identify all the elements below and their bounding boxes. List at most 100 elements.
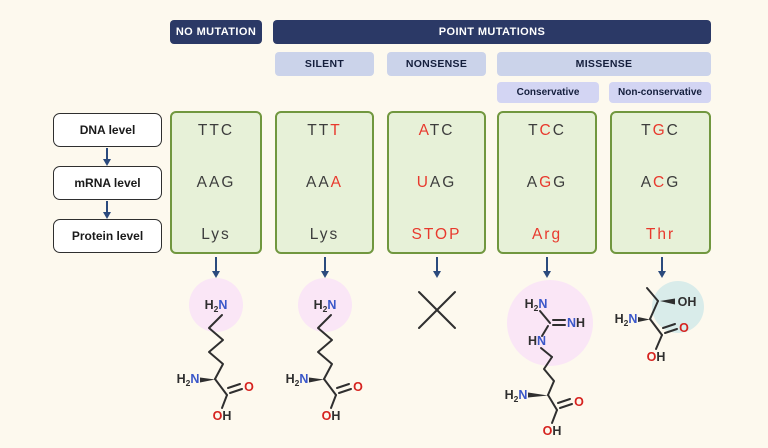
flow-arrow-dna-to-mrna	[102, 148, 112, 166]
arrow-head	[543, 271, 551, 278]
flow-arrow-mrna-to-protein	[102, 201, 112, 219]
missense-badge: MISSENSE	[497, 52, 711, 76]
bond	[214, 378, 228, 396]
amine-label: H2N	[205, 298, 228, 314]
arrow-head	[321, 271, 329, 278]
result-arrow-no-mutation	[211, 257, 221, 278]
bond	[221, 394, 228, 409]
non-conservative-badge: Non-conservative	[609, 82, 711, 103]
codon-box-nonsense: ATC UAG STOP	[387, 111, 486, 254]
amine-label: H2N	[314, 298, 337, 314]
codon-box-no-mutation: TTC AAG Lys	[170, 111, 262, 254]
dna-codon: TCC	[528, 122, 566, 139]
carbon-chain-bond	[208, 314, 224, 380]
double-bond	[662, 323, 676, 329]
arrow-head	[212, 271, 220, 278]
arrow-shaft	[323, 257, 327, 271]
carbon-chain-bond	[317, 314, 333, 380]
molecule-threonine: OH H2N O OH	[615, 281, 704, 364]
protein-residue: STOP	[411, 226, 462, 243]
dna-codon: TTC	[197, 122, 235, 139]
alpha-amine-label: H2N	[177, 372, 200, 388]
stop-x-icon	[418, 291, 456, 329]
bond	[551, 409, 558, 424]
dna-level-box: DNA level	[53, 113, 162, 147]
protein-residue: Lys	[309, 226, 340, 243]
molecule-lysine-1: H2N H2N O OH	[177, 278, 254, 423]
hydroxyl-label: OH	[543, 424, 562, 438]
arrow-head	[433, 271, 441, 278]
dna-codon: TTT	[307, 122, 342, 139]
amine-highlight-circle	[298, 278, 352, 332]
arrow-shaft	[545, 257, 549, 271]
dna-codon: ATC	[418, 122, 455, 139]
bond	[541, 325, 549, 337]
arrow-shaft	[214, 257, 218, 271]
arrow-head	[103, 212, 111, 219]
bond	[323, 378, 337, 396]
mrna-codon: AGG	[526, 174, 568, 191]
imine-label: NH	[567, 316, 585, 330]
arrow-shaft	[105, 201, 109, 212]
double-bond	[557, 398, 571, 404]
hydroxyl-label: OH	[647, 350, 666, 364]
no-mutation-header-badge: NO MUTATION	[170, 20, 262, 44]
arrow-shaft	[660, 257, 664, 271]
hydroxyl-highlight-circle	[652, 281, 704, 333]
dna-codon: TGC	[641, 122, 680, 139]
result-arrow-conservative	[542, 257, 552, 278]
carbonyl-oxygen-label: O	[353, 380, 363, 394]
amide-nitrogen-label: HN	[528, 334, 546, 348]
bond	[649, 318, 663, 336]
wedge-bond	[309, 377, 324, 383]
alpha-amine-label: H2N	[505, 388, 528, 404]
carbonyl-oxygen-label: O	[574, 395, 584, 409]
codon-box-conservative: TCC AGG Arg	[497, 111, 597, 254]
silent-badge: SILENT	[275, 52, 374, 76]
molecule-lysine-2: H2N H2N O OH	[286, 278, 363, 423]
bond	[330, 394, 337, 409]
double-bond	[664, 328, 678, 334]
double-bond	[229, 388, 243, 394]
methyl-bond	[646, 287, 659, 302]
point-mutations-header-badge: POINT MUTATIONS	[273, 20, 711, 44]
sidechain-hydroxyl-label: OH	[678, 295, 697, 309]
wedge-bond	[528, 392, 548, 398]
wedge-bond	[660, 298, 675, 305]
amine-label: H2N	[525, 297, 548, 313]
result-arrow-nonsense	[432, 257, 442, 278]
mrna-codon: AAG	[196, 174, 236, 191]
arrow-head	[103, 159, 111, 166]
alpha-amine-label: H2N	[286, 372, 309, 388]
result-arrow-silent	[320, 257, 330, 278]
hydroxyl-label: OH	[322, 409, 341, 423]
carbonyl-oxygen-label: O	[244, 380, 254, 394]
protein-residue: Arg	[531, 226, 563, 243]
carbon-chain-bond	[543, 356, 555, 396]
nonsense-badge: NONSENSE	[387, 52, 486, 76]
arrow-shaft	[435, 257, 439, 271]
bond	[649, 300, 659, 320]
mrna-codon: ACG	[640, 174, 681, 191]
double-bond	[336, 383, 350, 389]
protein-level-box: Protein level	[53, 219, 162, 253]
double-bond	[227, 383, 241, 389]
amine-highlight-circle	[189, 278, 243, 332]
arrow-head	[658, 271, 666, 278]
wedge-bond	[200, 377, 215, 383]
mrna-codon: AAA	[305, 174, 344, 191]
hydroxyl-label: OH	[213, 409, 232, 423]
protein-residue: Lys	[201, 226, 231, 243]
double-bond	[338, 388, 352, 394]
codon-box-non-conservative: TGC ACG Thr	[610, 111, 711, 254]
mrna-level-box: mRNA level	[53, 166, 162, 200]
codon-box-silent: TTT AAA Lys	[275, 111, 374, 254]
alpha-amine-label: H2N	[615, 312, 638, 328]
bond	[539, 310, 551, 324]
result-arrow-non-conservative	[657, 257, 667, 278]
conservative-badge: Conservative	[497, 82, 599, 103]
bond	[540, 347, 553, 358]
carbonyl-oxygen-label: O	[679, 321, 689, 335]
wedge-bond	[638, 317, 650, 322]
